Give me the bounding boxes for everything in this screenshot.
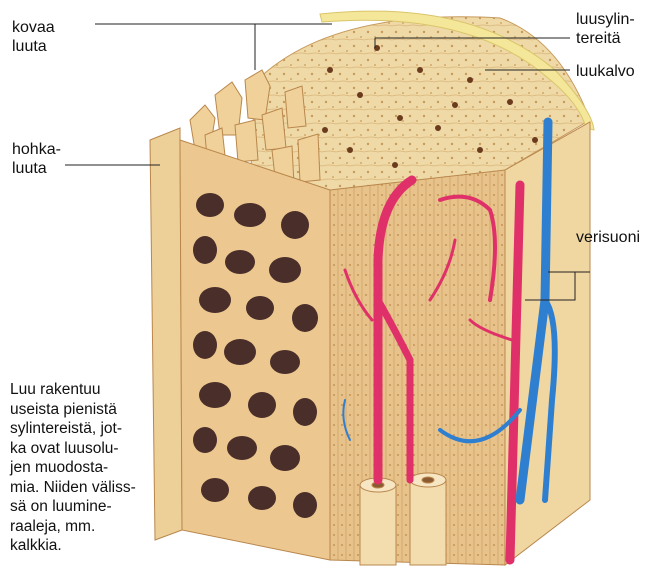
label-compact-bone-line1: kovaa [12,18,55,37]
label-osteons: luusylin- tereitä [576,10,635,48]
label-blood-vessels: verisuoni [576,228,640,247]
caption-line: ka ovat luusolu- [10,439,160,459]
label-compact-bone: kovaa luuta [12,18,55,56]
caption-line: mia. Niiden väliss- [10,478,160,498]
label-osteons-line2: tereitä [576,29,635,48]
caption-line: useista pienistä [10,400,160,420]
label-osteons-line1: luusylin- [576,10,635,29]
label-compact-bone-line2: luuta [12,37,55,56]
caption-line: Luu rakentuu [10,380,160,400]
caption-line: raaleja, mm. [10,517,160,537]
caption-line: kalkkia. [10,536,160,556]
caption-text: Luu rakentuu useista pienistä sylinterei… [10,380,160,556]
label-spongy-bone-line1: hohka- [12,140,61,159]
label-spongy-bone: hohka- luuta [12,140,61,178]
caption-line: jen muodosta- [10,458,160,478]
caption-line: sylintereistä, jot- [10,419,160,439]
caption-line: sä on luumine- [10,497,160,517]
label-spongy-bone-line2: luuta [12,159,61,178]
label-periosteum: luukalvo [576,62,635,81]
